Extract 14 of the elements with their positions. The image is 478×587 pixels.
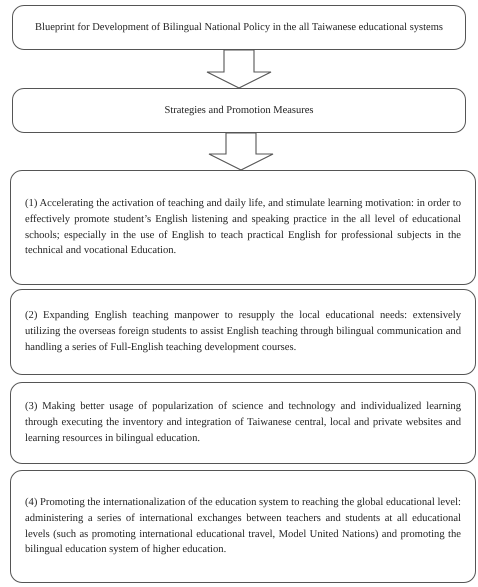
block-arrow [208, 132, 274, 171]
rounded-box [10, 289, 476, 375]
box-text: (2) Expanding English teaching manpower to resupply the local educational needs: extensively utilizing the overseas foreign students to assist English teaching through bilingual communication and handling a series of Full-English teaching development courses. [25, 309, 461, 355]
box-text: (4) Promoting the internationalization of the education system to reaching the global educational level: administering a series of international exchanges between teachers and students at all educational levels (such as promoting international educational travel, Model United Nations) and promoting the bilingual education system of higher education. [25, 496, 461, 558]
box-text: (3) Making better usage of popularization of science and technology and individualized learning through executing the inventory and integration of Taiwanese central, local and private websites and learning resources in bilingual education. [25, 400, 461, 446]
box-text: (1) Accelerating the activation of teaching and daily life, and stimulate learning motivation: in order to effectively promote student’s English listening and speaking practice in the all level of educational schools; especially in the use of English to teach practical English for professional subjects in the technical and vocational Education. [25, 196, 461, 258]
rounded-box [12, 88, 466, 133]
block-arrow [206, 49, 272, 89]
rounded-box [12, 5, 466, 50]
rounded-box [10, 170, 476, 285]
rounded-box [10, 382, 476, 464]
box-heading: Strategies and Promotion Measures [163, 104, 314, 118]
rounded-box [10, 470, 476, 583]
box-heading: Blueprint for Development of Bilingual National Policy in the all Taiwanese educational systems [34, 20, 444, 35]
